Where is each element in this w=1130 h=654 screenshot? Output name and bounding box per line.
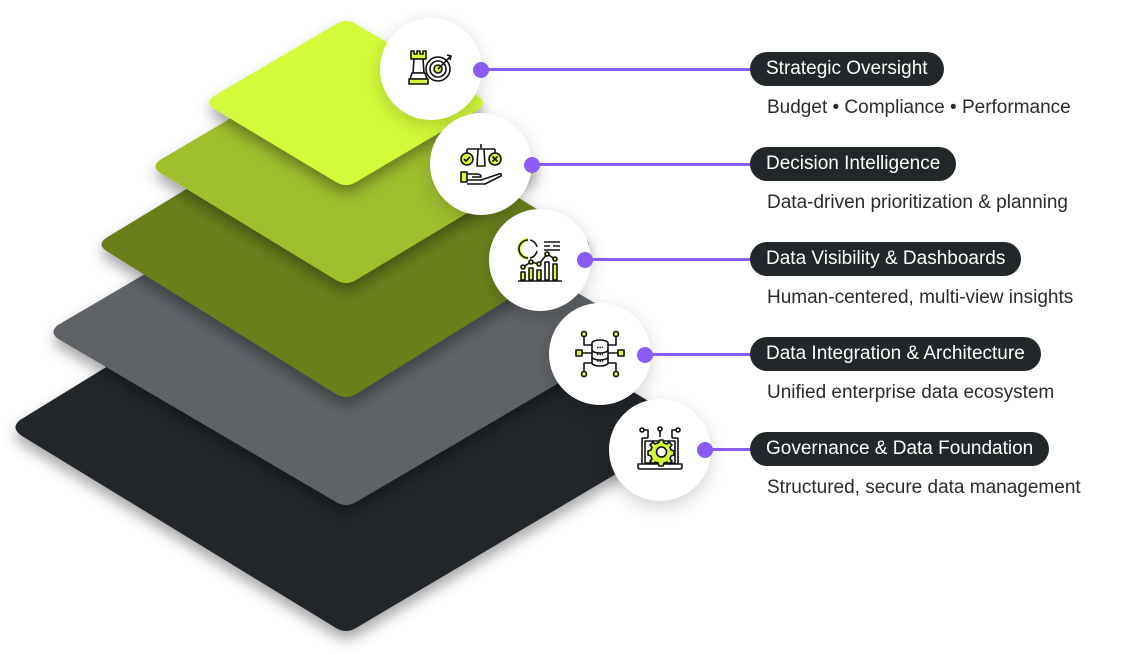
- layer-4-subtitle: Unified enterprise data ecosystem: [767, 382, 1055, 403]
- layer-2-connector-line: [532, 163, 753, 166]
- layer-4-connector-line: [645, 353, 753, 356]
- layer-2-subtitle: Data-driven prioritization & planning: [767, 192, 1068, 213]
- strategy-chess-target-icon: [408, 50, 452, 85]
- layer-1-title-pill: Strategic Oversight: [750, 52, 944, 86]
- layer-5-subtitle: Structured, secure data management: [767, 477, 1081, 498]
- analytics-dashboard-icon: [517, 238, 562, 282]
- layer-2-icon-badge: [430, 113, 532, 215]
- layer-4-title-pill: Data Integration & Architecture: [750, 337, 1041, 371]
- layer-5-title-pill: Governance & Data Foundation: [750, 432, 1050, 466]
- layer-4-icon-badge: [549, 303, 651, 405]
- layer-3-icon-badge: [489, 209, 591, 311]
- layer-3-title-pill: Data Visibility & Dashboards: [750, 242, 1022, 276]
- layer-2-title-pill: Decision Intelligence: [750, 147, 957, 181]
- layer-1-icon-badge: [380, 18, 482, 120]
- laptop-gear-icon: [637, 426, 683, 470]
- database-network-icon: [575, 330, 625, 378]
- layer-3-subtitle: Human-centered, multi-view insights: [767, 287, 1074, 308]
- layer-5-connector-line: [705, 448, 753, 451]
- layer-1-connector-line: [481, 68, 753, 71]
- layer-1-subtitle: Budget • Compliance • Performance: [767, 97, 1071, 118]
- layer-5-icon-badge: [609, 399, 711, 501]
- balance-scale-hand-icon: [460, 144, 503, 185]
- layer-3-connector-line: [585, 258, 753, 261]
